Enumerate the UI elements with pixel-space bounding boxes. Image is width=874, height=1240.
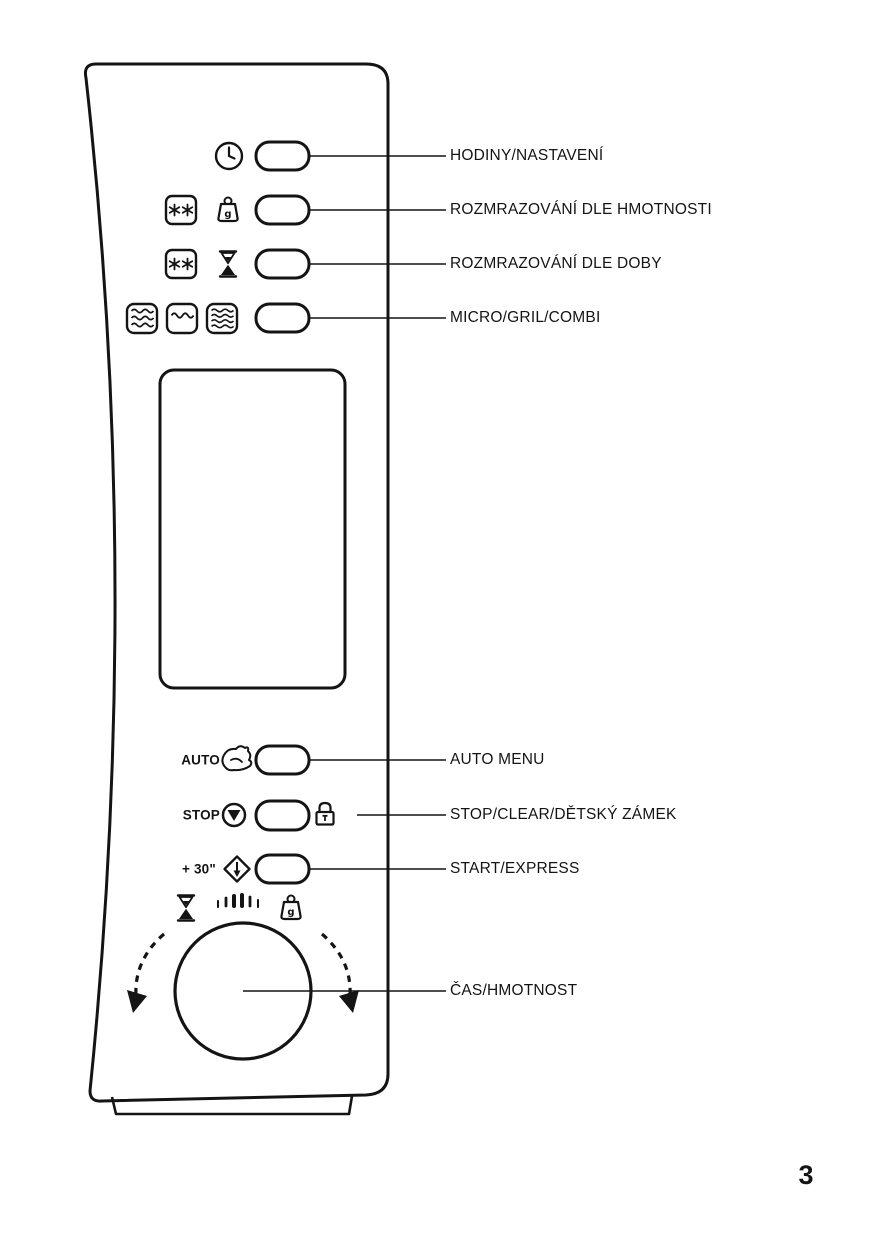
clock-icon xyxy=(214,141,244,171)
auto-menu-icon xyxy=(221,745,253,772)
auto-label: AUTO xyxy=(181,752,220,768)
callout-auto-menu: AUTO MENU xyxy=(450,751,545,768)
callout-stop-clear-detsky-zamek: STOP/CLEAR/DĚTSKÝ ZÁMEK xyxy=(450,806,677,823)
defrost-icon xyxy=(164,194,198,226)
weight-icon: g xyxy=(217,196,239,223)
combi-icon xyxy=(205,302,239,335)
callout-lines xyxy=(243,155,446,992)
stop-button xyxy=(254,799,311,832)
svg-text:g: g xyxy=(287,907,294,918)
stop-label: STOP xyxy=(182,807,220,823)
micro-icon xyxy=(125,302,159,335)
callout-rozmrazovani-doba: ROZMRAZOVÁNÍ DLE DOBY xyxy=(450,255,662,272)
start-icon xyxy=(223,855,251,883)
callout-micro-gril-combi: MICRO/GRIL/COMBI xyxy=(450,309,601,326)
panel-foot xyxy=(110,1095,354,1116)
page-number: 3 xyxy=(798,1160,814,1190)
stop-icon xyxy=(221,802,247,828)
callout-start-express: START/EXPRESS xyxy=(450,860,580,877)
rotate-right-arrow-icon xyxy=(320,932,359,1013)
grill-icon xyxy=(165,302,199,335)
child-lock-icon xyxy=(315,801,335,826)
callout-rozmrazovani-hmotnost: ROZMRAZOVÁNÍ DLE HMOTNOSTI xyxy=(450,201,712,218)
defrost-time-button xyxy=(254,248,311,280)
weight-icon: g xyxy=(280,894,302,921)
micro-gril-combi-button xyxy=(254,302,311,334)
express-label: + 30" xyxy=(181,861,216,877)
callout-hodiny-nastaveni: HODINY/NASTAVENÍ xyxy=(450,147,604,164)
defrost-weight-button xyxy=(254,194,311,226)
display-screen xyxy=(158,368,347,690)
clock-button xyxy=(254,140,311,172)
defrost-icon xyxy=(164,248,198,280)
start-express-button xyxy=(254,853,311,885)
power-scale-marks xyxy=(217,893,259,908)
svg-text:g: g xyxy=(224,209,231,220)
callout-cas-hmotnost: ČAS/HMOTNOST xyxy=(450,982,578,999)
rotate-left-arrow-icon xyxy=(127,932,166,1013)
auto-menu-button xyxy=(254,744,311,776)
